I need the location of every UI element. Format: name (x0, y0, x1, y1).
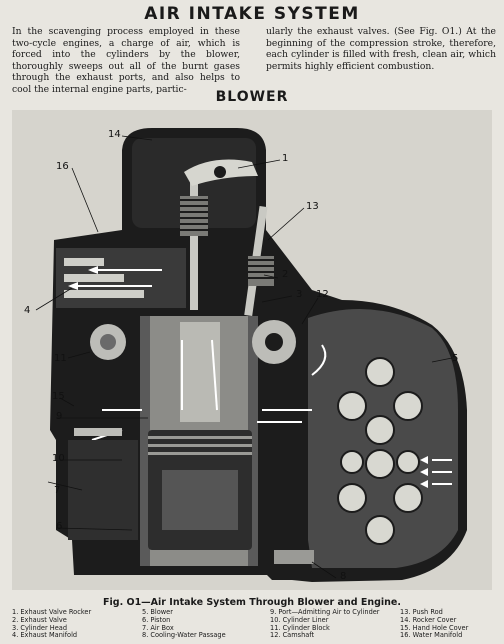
legend-item: 2. Exhaust Valve (12, 615, 67, 624)
legend-column-1: 1. Exhaust Valve Rocker 2. Exhaust Valve… (12, 608, 92, 640)
callout-3: 3 (296, 289, 303, 300)
callout-5: 5 (452, 353, 459, 364)
callout-4: 4 (24, 305, 31, 316)
callout-15: 15 (52, 391, 65, 402)
legend-item: 6. Piston (142, 615, 171, 624)
callout-1: 1 (282, 153, 289, 164)
callout-13: 13 (306, 201, 319, 212)
callout-6: 6 (56, 521, 63, 532)
legend-item: 12. Camshaft (270, 631, 315, 640)
legend-item: 9. Port—Admitting Air to Cylinder (270, 608, 380, 616)
callout-14: 14 (108, 129, 121, 140)
legend-column-4: 13. Push Rod 14. Rocker Cover 15. Hand H… (400, 608, 469, 640)
callout-16: 16 (56, 161, 69, 172)
legend-item: 13. Push Rod (400, 608, 443, 616)
legend-item: 15. Hand Hole Cover (400, 623, 469, 632)
callout-12: 12 (316, 289, 329, 300)
figure-caption: Fig. O1—Air Intake System Through Blower… (103, 597, 401, 608)
legend-item: 8. Cooling-Water Passage (142, 631, 226, 640)
legend-item: 1. Exhaust Valve Rocker (12, 608, 92, 616)
section-heading-blower: BLOWER (215, 89, 289, 105)
legend-item: 10. Cylinder Liner (270, 615, 329, 624)
engine-cross-section-figure: 14 1 13 2 3 12 4 5 16 11 15 9 10 7 6 8 (12, 110, 492, 590)
legend-item: 7. Air Box (142, 623, 174, 632)
legend-column-3: 9. Port—Admitting Air to Cylinder 10. Cy… (270, 608, 380, 640)
callout-11: 11 (54, 353, 67, 364)
intro-text-right: ularly the exhaust valves. (See Fig. O1.… (266, 26, 496, 72)
legend-item: 5. Blower (142, 608, 173, 616)
legend-item: 3. Cylinder Head (12, 623, 68, 632)
legend-item: 16. Water Manifold (400, 631, 463, 640)
legend-item: 11. Cylinder Block (270, 623, 330, 632)
callout-9: 9 (56, 411, 63, 422)
callout-8: 8 (340, 571, 347, 582)
legend-item: 14. Rocker Cover (400, 615, 457, 624)
callout-7: 7 (54, 485, 61, 496)
legend-column-2: 5. Blower 6. Piston 7. Air Box 8. Coolin… (142, 608, 226, 640)
callout-2: 2 (282, 269, 289, 280)
page-title: AIR INTAKE SYSTEM (144, 4, 360, 24)
intro-text-left: In the scavenging process employed in th… (12, 26, 240, 95)
engine-diagram (35, 128, 467, 582)
callout-10: 10 (52, 453, 65, 464)
legend-item: 4. Exhaust Manifold (12, 631, 78, 640)
